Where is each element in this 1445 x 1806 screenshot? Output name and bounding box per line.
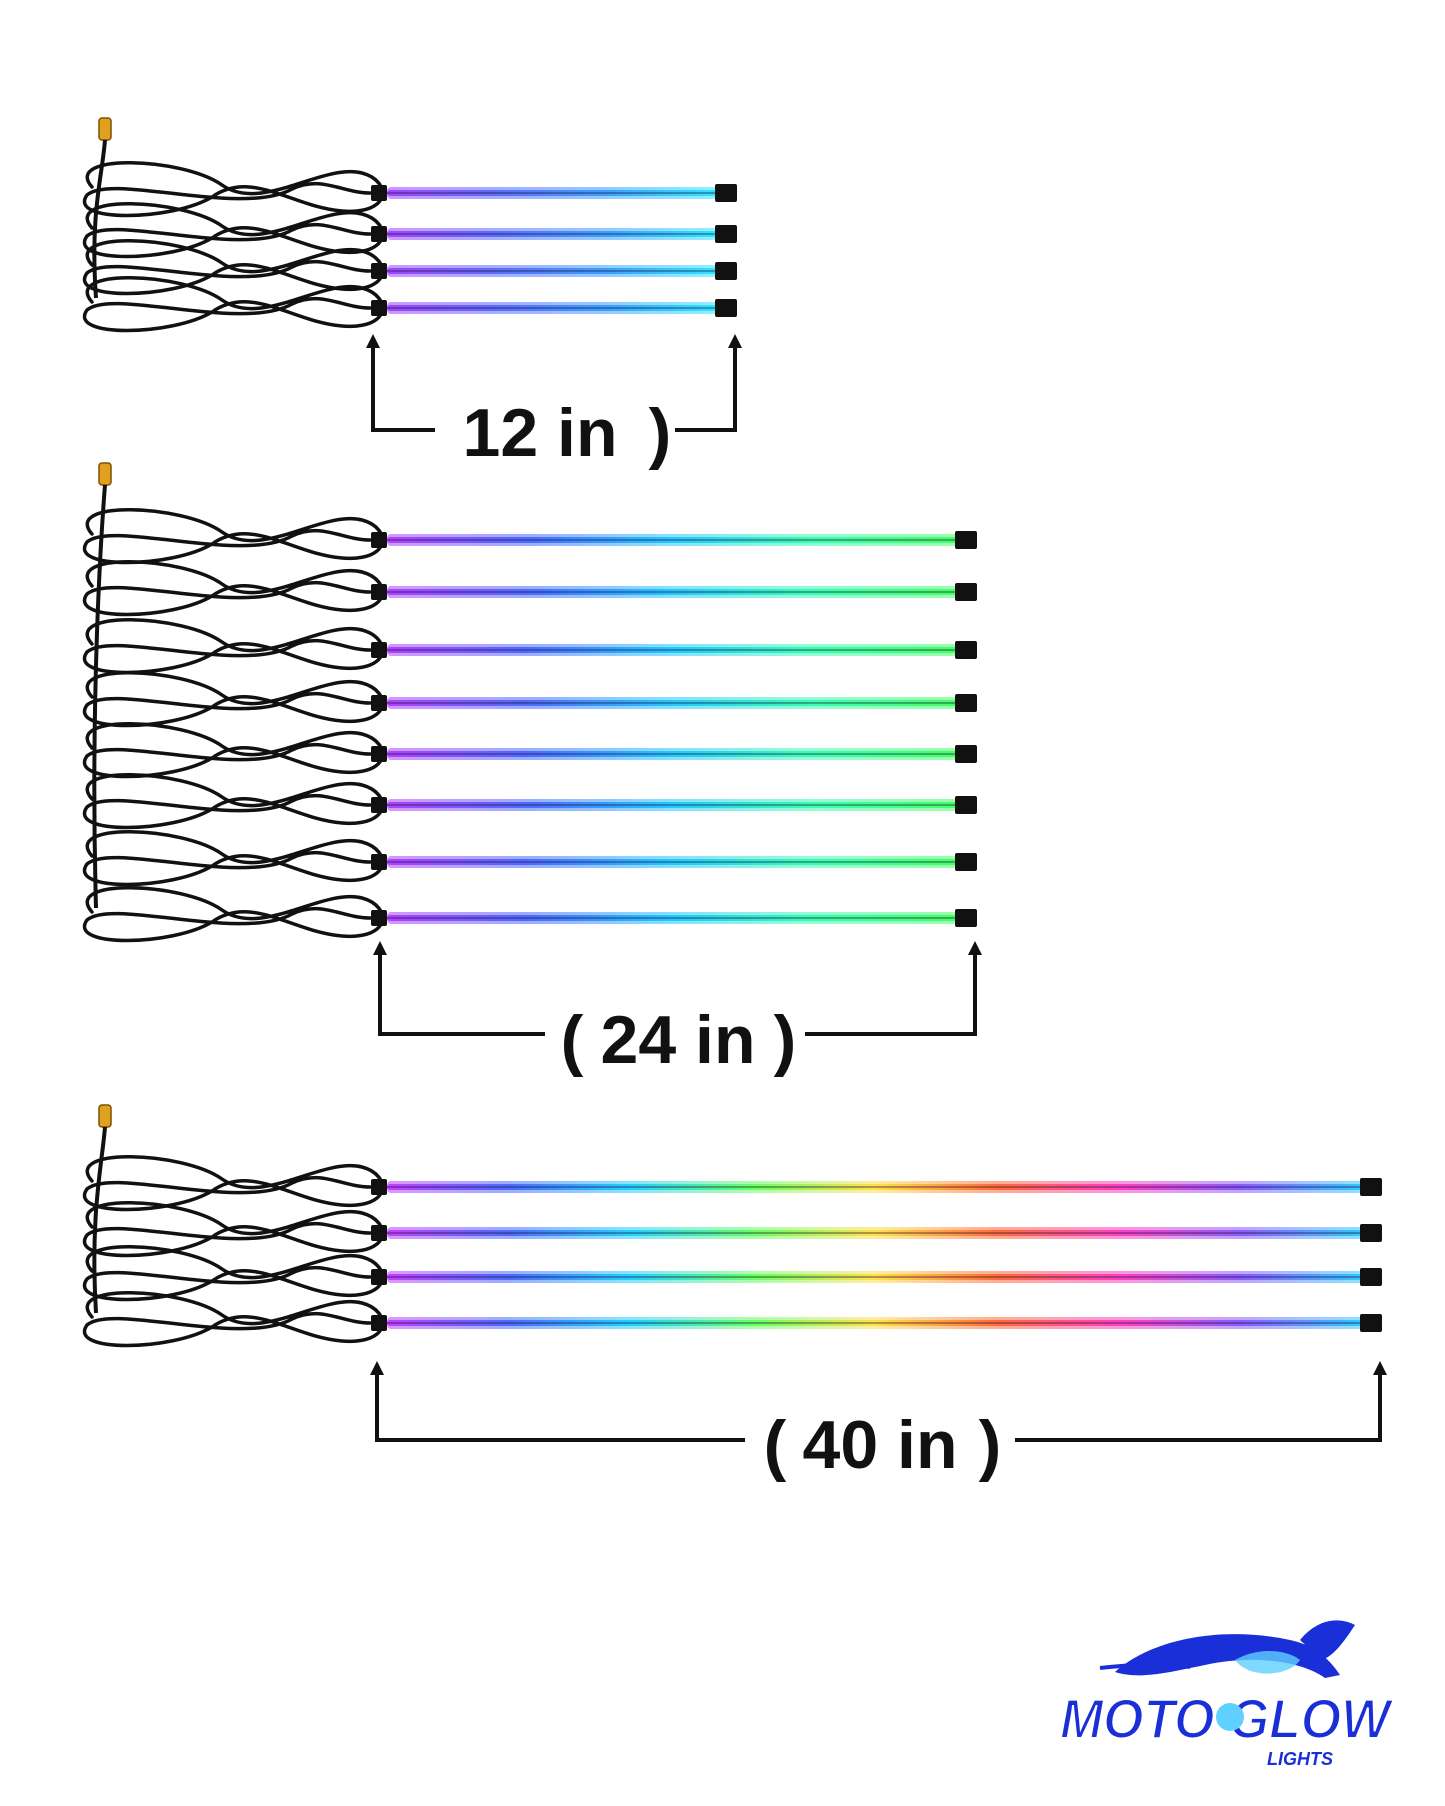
bracket-right-line (675, 338, 737, 432)
connector-plug-icon (98, 462, 112, 486)
dimension-bracket-40in: ( 40 in ) (370, 1361, 1387, 1483)
strip-end-cap (955, 694, 977, 712)
logo-subtext: LIGHTS (1267, 1749, 1333, 1769)
strip-end-cap (715, 225, 737, 243)
cable-coils (82, 462, 385, 943)
connector-plug-icon (98, 1104, 112, 1128)
cable-coil (82, 1201, 385, 1258)
cable-coil (82, 886, 385, 943)
cable-coil (82, 560, 385, 617)
strip-start-cap (371, 1225, 387, 1241)
connector-plug-icon (98, 117, 112, 141)
cable-coil (82, 239, 385, 296)
strip-start-cap (371, 226, 387, 242)
strip-end-cap (1360, 1268, 1382, 1286)
cable-coil (82, 202, 385, 259)
bracket-left-line (371, 338, 435, 432)
arrow-up-icon (370, 1361, 384, 1375)
arrow-up-icon (728, 334, 742, 348)
strip-start-cap (371, 642, 387, 658)
led-strips (371, 531, 977, 927)
arrow-up-icon (1373, 1361, 1387, 1375)
bracket-right-line (1015, 1365, 1382, 1442)
dimension-label: 24 in (601, 1002, 756, 1078)
strip-start-cap (371, 300, 387, 316)
strip-start-cap (371, 1179, 387, 1195)
strip-end-cap (955, 853, 977, 871)
group-24in: ( 24 in ) (82, 462, 982, 1078)
cable-coil (82, 1245, 385, 1302)
dimension-label: 12 in (463, 395, 618, 471)
strip-end-cap (955, 796, 977, 814)
motorcycle-icon (1099, 1620, 1355, 1678)
cable-coil (82, 161, 385, 218)
strip-end-cap (1360, 1178, 1382, 1196)
strip-start-cap (371, 263, 387, 279)
strip-start-cap (371, 746, 387, 762)
brand-logo: MOTO GLOW LIGHTS (1059, 1620, 1395, 1769)
strip-end-cap (955, 583, 977, 601)
bracket-left-line (378, 945, 545, 1036)
strip-start-cap (371, 797, 387, 813)
strip-end-cap (715, 299, 737, 317)
strip-start-cap (371, 584, 387, 600)
dimension-bracket-left: ( (561, 1002, 584, 1078)
cable-coil (82, 276, 385, 333)
strip-end-cap (1360, 1314, 1382, 1332)
led-strips (371, 1178, 1382, 1332)
cable-spine (92, 484, 107, 909)
cable-coil (82, 1291, 385, 1348)
arrow-up-icon (366, 334, 380, 348)
dimension-bracket-right: ) (649, 395, 672, 471)
cable-coil (82, 508, 385, 565)
strip-start-cap (371, 695, 387, 711)
dimension-label: 40 in (803, 1407, 958, 1483)
cable-coil (82, 722, 385, 779)
cable-coil (82, 1155, 385, 1212)
cable-coils (82, 1104, 385, 1348)
dimension-bracket-24in: ( 24 in ) (373, 941, 982, 1078)
strip-end-cap (955, 909, 977, 927)
strip-start-cap (371, 854, 387, 870)
strip-end-cap (715, 262, 737, 280)
strip-end-cap (715, 184, 737, 202)
arrow-up-icon (373, 941, 387, 955)
dimension-bracket-12in: 12 in ) (366, 334, 742, 471)
logo-glow-dot (1216, 1703, 1244, 1731)
strip-end-cap (955, 531, 977, 549)
dimension-bracket-right: ) (979, 1407, 1002, 1483)
cable-coils (82, 117, 385, 333)
strip-end-cap (955, 641, 977, 659)
cable-coil (82, 671, 385, 728)
cable-spine (92, 1126, 107, 1314)
strip-end-cap (955, 745, 977, 763)
bracket-right-line (805, 945, 977, 1036)
cable-coil (82, 618, 385, 675)
strip-start-cap (371, 910, 387, 926)
strip-end-cap (1360, 1224, 1382, 1242)
strip-start-cap (371, 185, 387, 201)
group-12in: 12 in ) (82, 117, 742, 471)
cable-coil (82, 773, 385, 830)
arrow-up-icon (968, 941, 982, 955)
cable-coil (82, 830, 385, 887)
dimension-bracket-left: ( (764, 1407, 787, 1483)
bracket-left-line (375, 1365, 745, 1442)
group-40in: ( 40 in ) (82, 1104, 1387, 1483)
strip-start-cap (371, 1315, 387, 1331)
strip-start-cap (371, 1269, 387, 1285)
led-strips (371, 184, 737, 317)
dimension-bracket-right: ) (774, 1002, 797, 1078)
strip-start-cap (371, 532, 387, 548)
